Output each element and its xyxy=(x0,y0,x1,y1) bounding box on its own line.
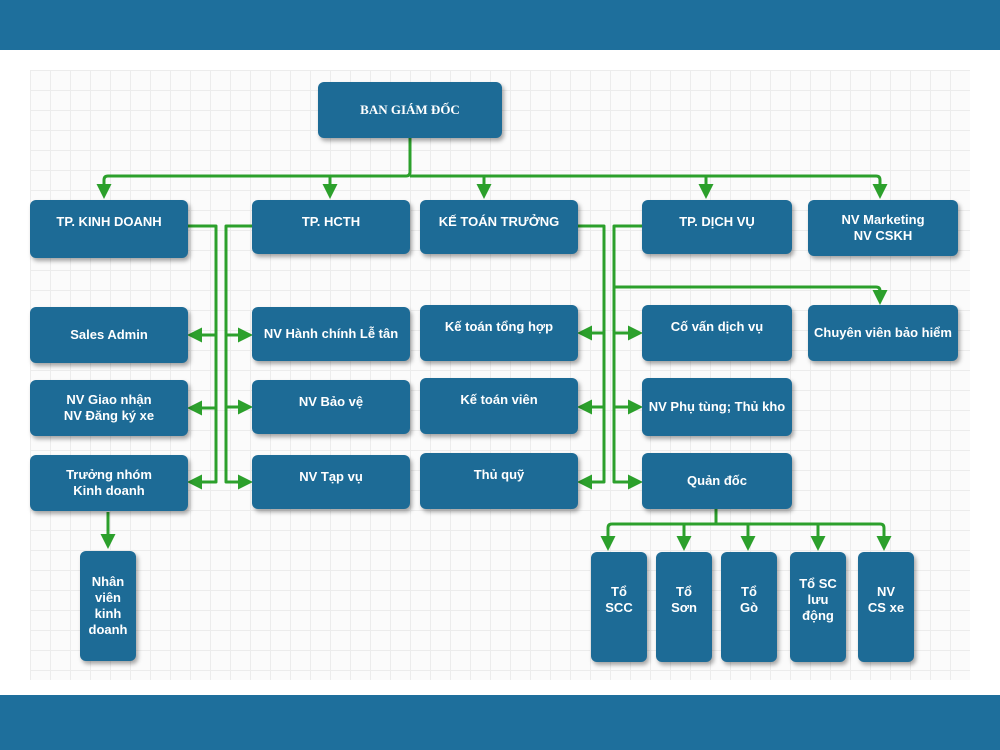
header-band xyxy=(0,0,1000,50)
node-janitor[interactable]: NV Tạp vụ xyxy=(252,455,410,509)
footer-band xyxy=(0,695,1000,750)
node-reception[interactable]: NV Hành chính Lễ tân xyxy=(252,307,410,361)
node-sales-lead[interactable]: Trưởng nhóm Kinh doanh xyxy=(30,455,188,511)
node-chief-accountant[interactable]: KẾ TOÁN TRƯỞNG xyxy=(420,200,578,254)
node-general-accountant[interactable]: Kế toán tổng hợp xyxy=(420,305,578,361)
node-service-advisor[interactable]: Cố vấn dịch vụ xyxy=(642,305,792,361)
node-team-mobile[interactable]: Tổ SC lưu động xyxy=(790,552,846,662)
node-parts[interactable]: NV Phụ tùng; Thủ kho xyxy=(642,378,792,436)
node-board[interactable]: BAN GIÁM ĐỐC xyxy=(318,82,502,138)
node-delivery[interactable]: NV Giao nhận NV Đăng ký xe xyxy=(30,380,188,436)
node-cashier[interactable]: Thủ quỹ xyxy=(420,453,578,509)
node-security[interactable]: NV Bảo vệ xyxy=(252,380,410,434)
node-sales-head[interactable]: TP. KINH DOANH xyxy=(30,200,188,258)
node-service-head[interactable]: TP. DỊCH VỤ xyxy=(642,200,792,254)
node-insurance[interactable]: Chuyên viên bảo hiểm xyxy=(808,305,958,361)
node-team-body[interactable]: Tổ Gò xyxy=(721,552,777,662)
node-team-paint[interactable]: Tổ Sơn xyxy=(656,552,712,662)
node-marketing[interactable]: NV Marketing NV CSKH xyxy=(808,200,958,256)
node-team-carcare[interactable]: NV CS xe xyxy=(858,552,914,662)
node-accountant[interactable]: Kế toán viên xyxy=(420,378,578,434)
node-sales-admin[interactable]: Sales Admin xyxy=(30,307,188,363)
node-foreman[interactable]: Quản đốc xyxy=(642,453,792,509)
node-admin-head[interactable]: TP. HCTH xyxy=(252,200,410,254)
node-team-scc[interactable]: Tổ SCC xyxy=(591,552,647,662)
node-sales-staff[interactable]: Nhân viên kinh doanh xyxy=(80,551,136,661)
